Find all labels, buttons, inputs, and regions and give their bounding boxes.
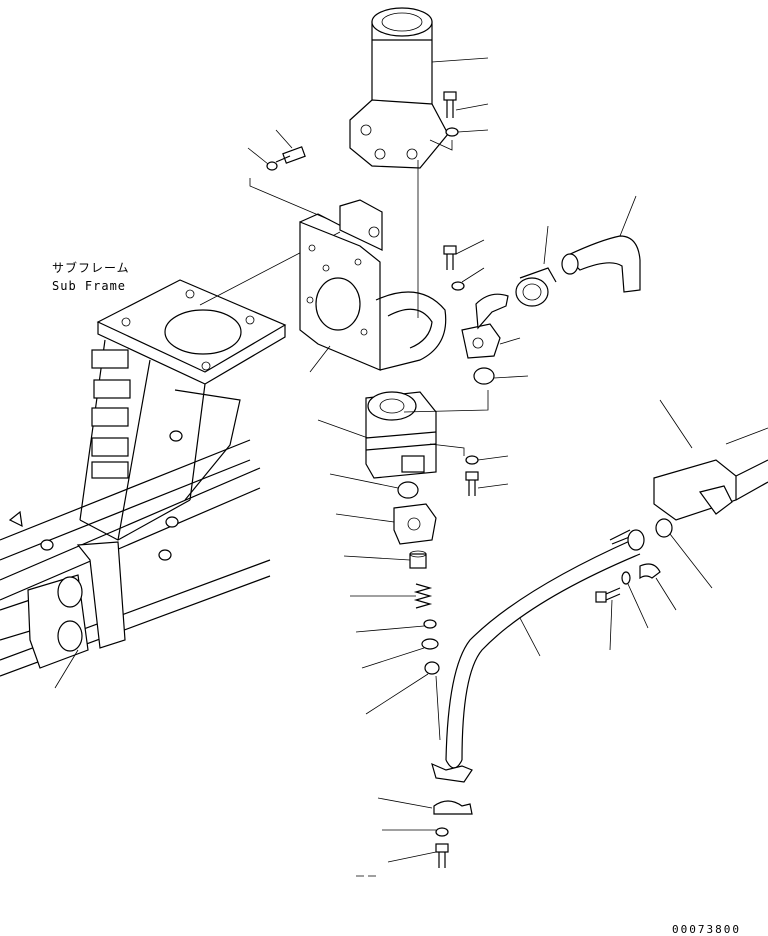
motor [349,7,489,318]
subframe-label-en: Sub Frame [52,279,126,293]
lower-clamp [356,797,473,877]
subframe-label-jp: サブフレーム [52,260,130,275]
gear-pump [317,390,489,479]
snap-ring [421,638,439,650]
pump-o-ring [397,481,419,499]
seal-ring [423,619,437,629]
drawing-number: 00073800 [672,923,741,936]
pump-bolt [465,471,509,496]
fitting [343,550,427,569]
block [335,503,437,545]
elbow-flange [461,293,521,359]
tank-o-ring [655,518,673,538]
subframe [0,279,287,689]
pump-washer [465,455,479,465]
o-ring [473,367,495,385]
flange-bolt [443,239,485,291]
hose-clamp [515,225,557,307]
hose [431,529,645,783]
spring [350,583,433,609]
motor-bolt [429,91,489,151]
hose-end-clamp [595,563,677,651]
bracket-bolt [247,129,331,221]
tank-fitting [653,399,768,521]
suction-hose [561,195,641,293]
pump-bracket [299,199,447,373]
o-ring-small [424,661,440,675]
